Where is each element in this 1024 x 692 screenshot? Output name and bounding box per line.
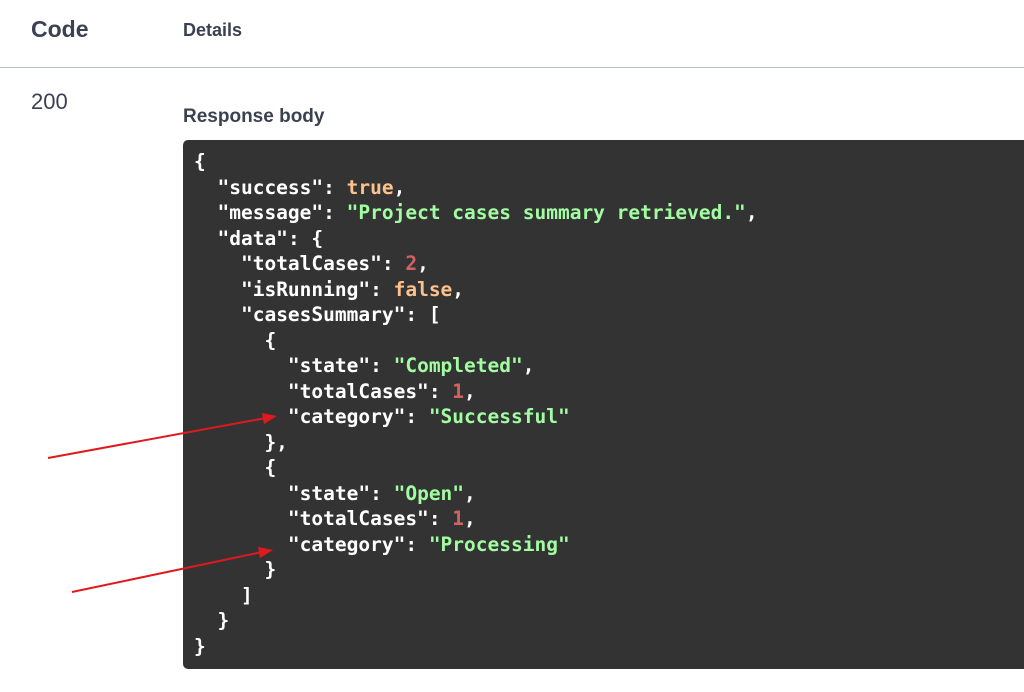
json-brace: } — [194, 634, 206, 658]
json-key: "totalCases" — [287, 507, 429, 530]
json-key: "state" — [287, 354, 371, 377]
json-boolean: false — [393, 277, 453, 301]
json-string: "Open" — [393, 481, 465, 505]
response-body-code-block[interactable]: { "success": true, "message": "Project c… — [183, 140, 1024, 669]
json-key: "category" — [287, 532, 406, 556]
responses-table-header: Code Details — [0, 0, 1024, 68]
details-column-header: Details — [183, 20, 243, 40]
json-string: "Project cases summary retrieved." — [346, 201, 746, 224]
json-key: "casesSummary" — [240, 303, 406, 326]
json-brace: { — [194, 150, 206, 173]
json-number: 1 — [452, 379, 465, 403]
json-content: { "success": true, "message": "Project c… — [194, 150, 758, 658]
json-key: "isRunning" — [240, 277, 371, 301]
json-key: "message" — [217, 201, 324, 224]
json-key: "state" — [287, 481, 371, 505]
json-number: 2 — [405, 252, 418, 275]
json-string: "Processing" — [428, 532, 570, 556]
code-column-header: Code — [31, 16, 89, 42]
json-string: "Successful" — [428, 405, 570, 428]
json-key: "totalCases" — [240, 252, 382, 275]
status-code: 200 — [31, 89, 68, 114]
json-key: "success" — [217, 175, 324, 199]
json-string: "Completed" — [393, 354, 523, 377]
json-key: "category" — [287, 405, 406, 428]
json-number: 1 — [452, 507, 465, 530]
response-body-label: Response body — [183, 106, 325, 127]
json-key: "totalCases" — [287, 379, 429, 403]
json-boolean: true — [346, 175, 394, 199]
json-key: "data" — [217, 226, 288, 250]
